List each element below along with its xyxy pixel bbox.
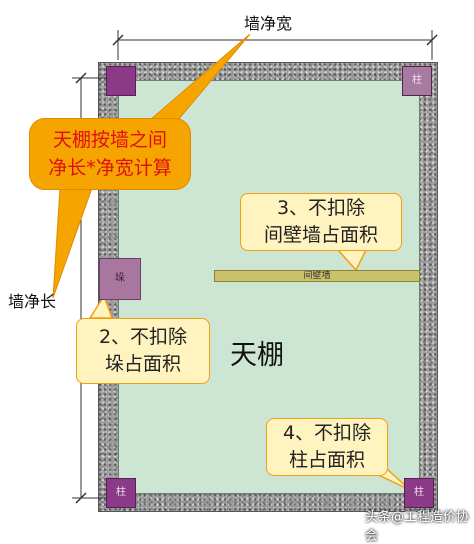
pillar-rule-line2: 垛占面积 [104, 353, 181, 375]
column-rule-line2: 柱占面积 [288, 449, 365, 471]
watermark: 头条@工程造价协会 [365, 510, 470, 544]
pillar: 垛 [99, 258, 141, 300]
column-top-left [106, 66, 136, 96]
column-bottom-right: 柱 [404, 478, 434, 508]
main-rule-line2: 净长*净宽计算 [48, 157, 172, 179]
partition-rule-line1: 3、不扣除 [276, 197, 366, 219]
wall-length-label: 墙净长 [8, 292, 57, 311]
column-rule-callout: 4、不扣除 柱占面积 [266, 418, 388, 476]
partition-wall: 间壁墙 [214, 270, 420, 282]
pillar-rule-line1: 2、不扣除 [98, 326, 188, 348]
main-rule-callout: 天棚按墙之间 净长*净宽计算 [29, 118, 191, 190]
column-rule-line1: 4、不扣除 [282, 422, 372, 444]
main-rule-line1: 天棚按墙之间 [52, 129, 167, 151]
partition-rule-callout: 3、不扣除 间壁墙占面积 [240, 193, 402, 251]
column-bottom-left: 柱 [106, 478, 136, 508]
pillar-rule-callout: 2、不扣除 垛占面积 [76, 318, 210, 384]
ceiling-label: 天棚 [230, 340, 284, 371]
wall-width-label: 墙净宽 [244, 14, 293, 33]
column-top-right: 柱 [402, 66, 432, 96]
partition-rule-line2: 间壁墙占面积 [263, 224, 378, 246]
